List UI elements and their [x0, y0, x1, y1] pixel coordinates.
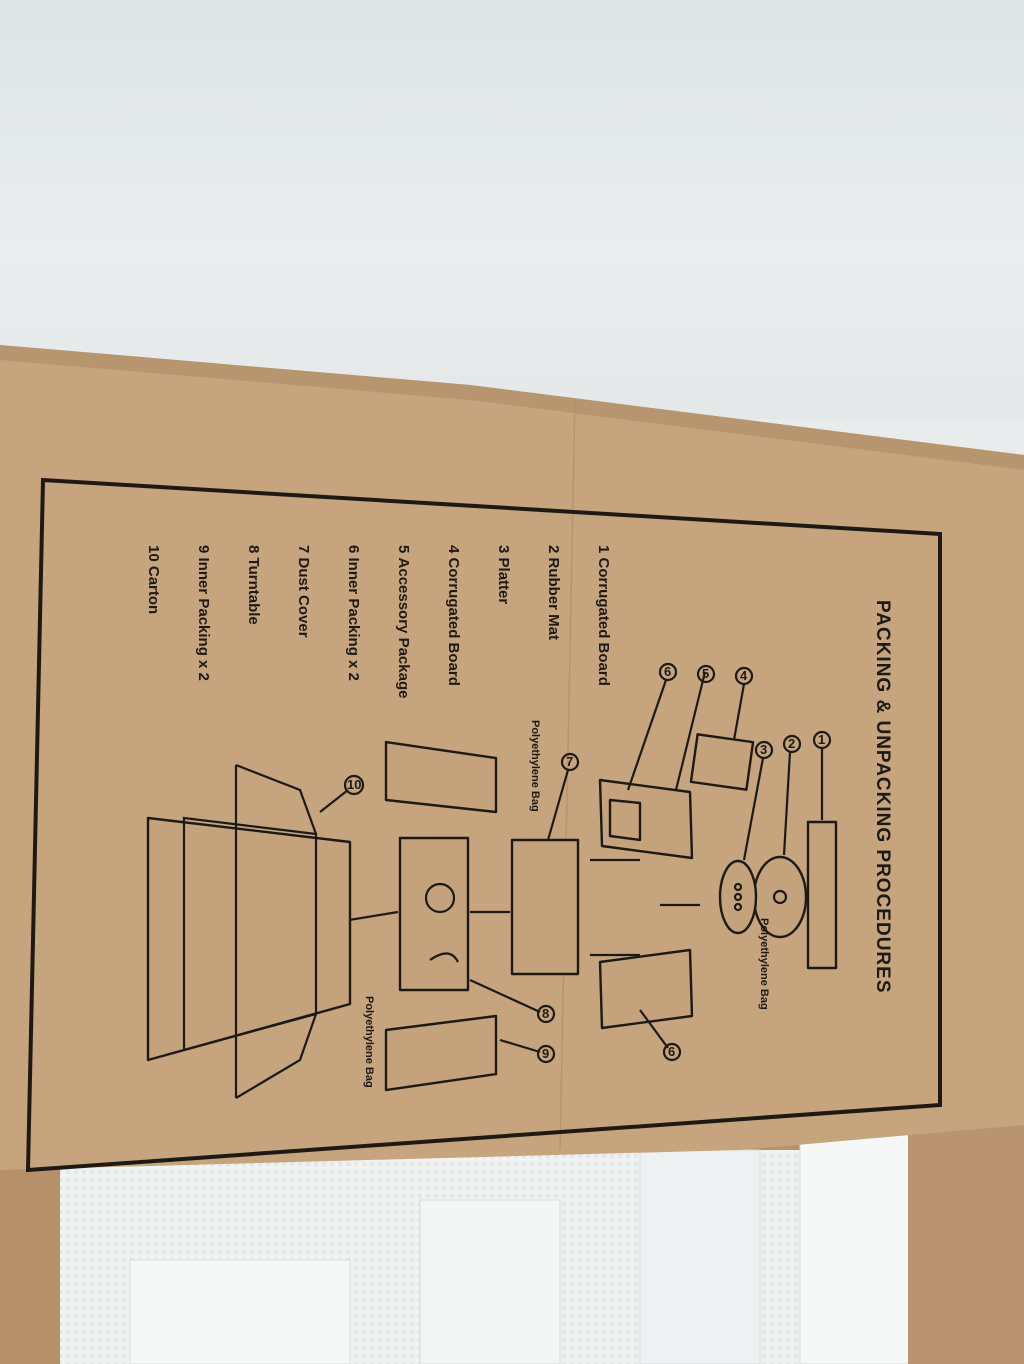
packing-diagram: 1 2 3 4 5 6 6 [146, 662, 838, 1099]
callout-10: 10 [347, 777, 361, 792]
callout-6a: 6 [664, 664, 671, 679]
callout-5: 5 [702, 666, 709, 681]
callout-6b: 6 [668, 1044, 675, 1059]
callout-9: 9 [542, 1046, 549, 1061]
corrugated-board-1-drawing [806, 820, 838, 970]
callout-8: 8 [542, 1006, 549, 1021]
callout-3: 3 [760, 742, 767, 757]
callout-1: 1 [818, 732, 825, 747]
callout-4: 4 [740, 668, 748, 683]
diagram-frame [25, 477, 942, 1173]
callout-2: 2 [788, 736, 795, 751]
white-wall-background [0, 0, 1024, 420]
callout-7: 7 [566, 754, 573, 769]
